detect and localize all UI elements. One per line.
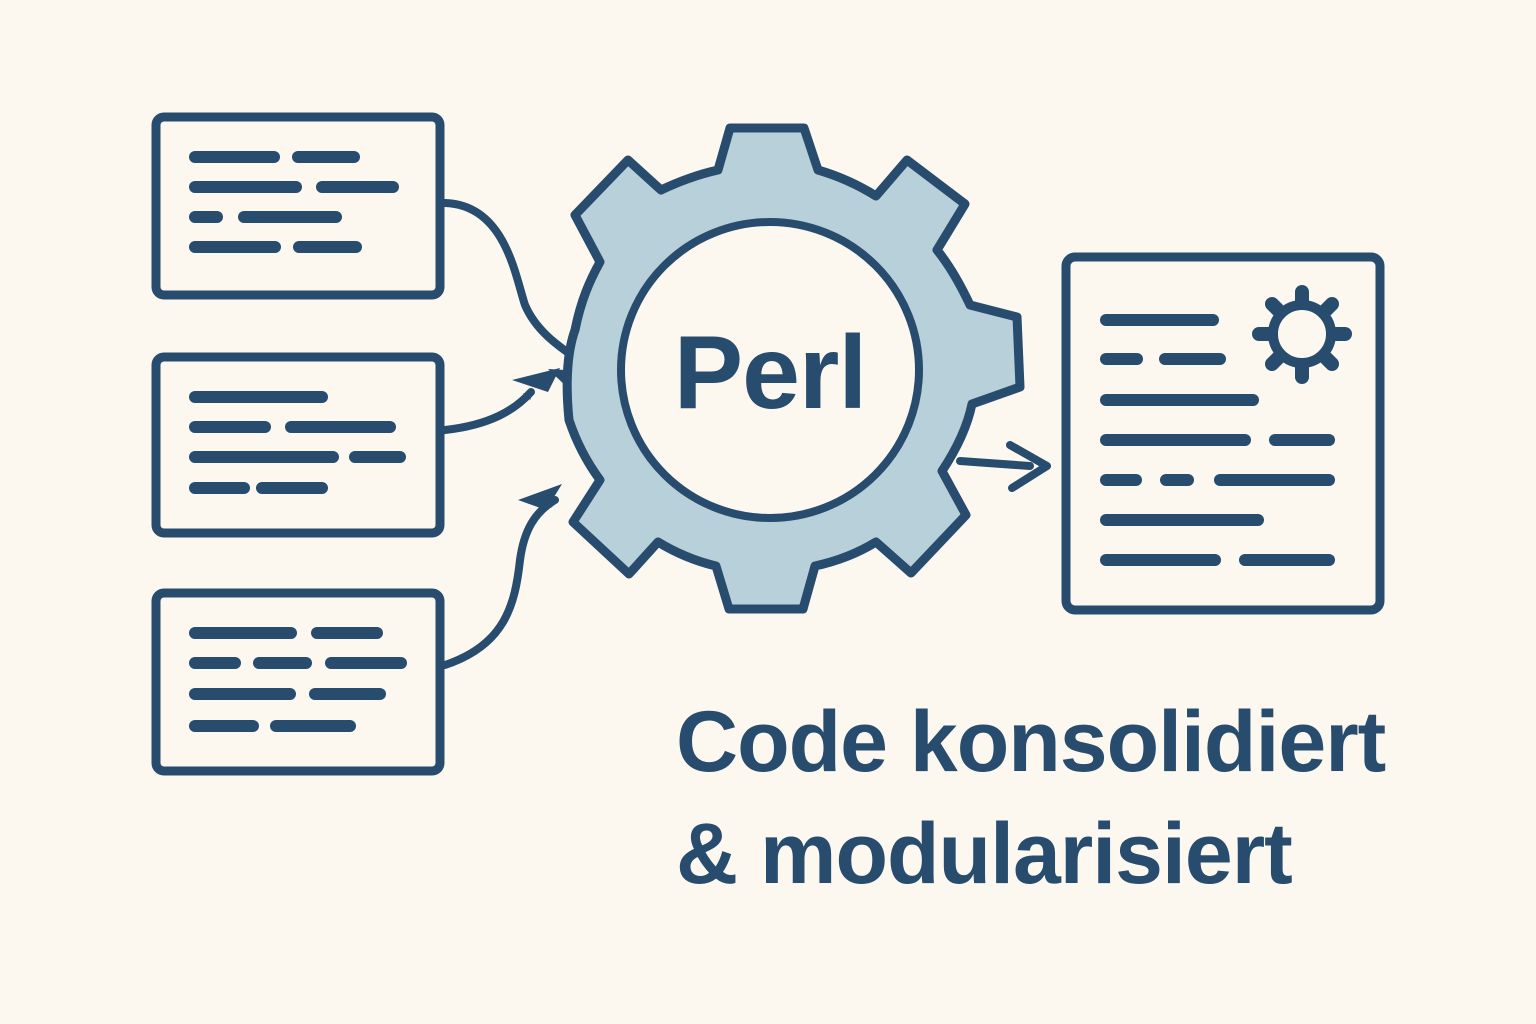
arrow-3 bbox=[441, 496, 559, 669]
small-gear-icon bbox=[1252, 285, 1352, 384]
input-file-3 bbox=[151, 588, 445, 776]
code-file-icon bbox=[151, 352, 445, 538]
code-lines bbox=[189, 151, 399, 253]
code-lines bbox=[189, 391, 406, 494]
caption-line-2: & modularisiert bbox=[676, 806, 1293, 902]
code-file-icon bbox=[151, 112, 445, 300]
output-file bbox=[1061, 252, 1385, 615]
input-file-1 bbox=[151, 112, 445, 300]
input-file-2 bbox=[151, 352, 445, 538]
caption: Code konsolidiert & modularisiert bbox=[676, 686, 1386, 910]
perl-label: Perl bbox=[674, 315, 867, 431]
arrow-2 bbox=[441, 388, 535, 434]
output-arrow bbox=[956, 441, 1051, 492]
perl-gear: Perl bbox=[562, 123, 1025, 614]
caption-line-1: Code konsolidiert bbox=[676, 694, 1386, 790]
code-lines bbox=[189, 627, 407, 732]
code-file-with-gear-icon bbox=[1061, 252, 1385, 615]
code-file-icon bbox=[151, 588, 445, 776]
gear-center bbox=[617, 218, 923, 522]
code-lines bbox=[1100, 314, 1335, 566]
